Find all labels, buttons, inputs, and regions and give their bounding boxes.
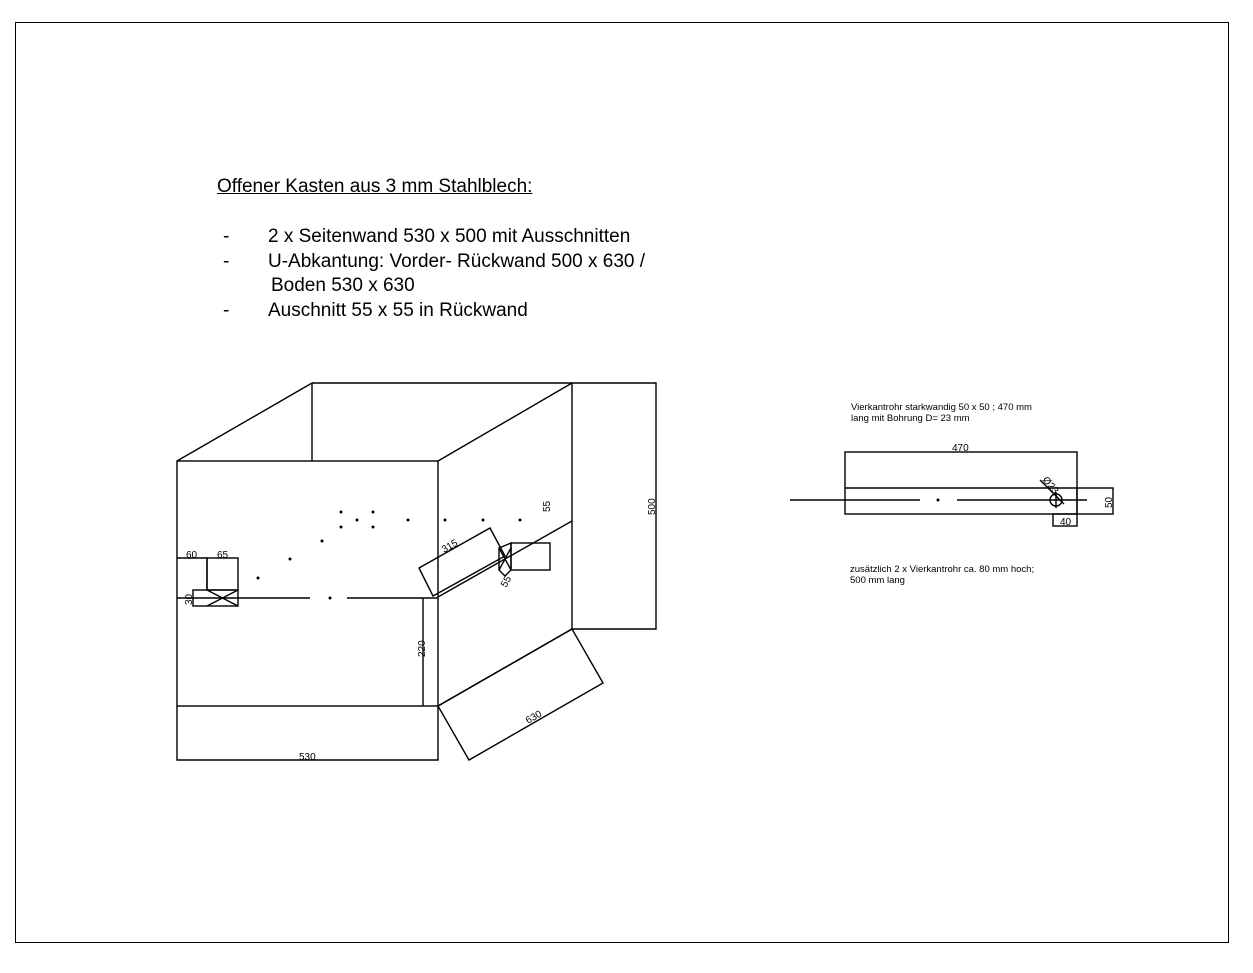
bottom-flap [176,706,439,761]
centerline-dot [936,498,940,502]
list-item-cutout: Auschnitt 55 x 55 in Rückwand [268,300,528,321]
guide-dots [256,510,522,600]
dim-315: 315 [440,538,460,556]
dim-40: 40 [1060,517,1072,528]
box-top-right-edge [437,382,573,462]
list-item-u-bend: U-Abkantung: Vorder- Rückwand 500 x 630 … [268,251,646,272]
list-item-side-walls: 2 x Seitenwand 530 x 500 mit Ausschnitte… [268,226,631,247]
cutout-315-outline [418,527,506,597]
cutout-cross-b [206,589,239,607]
box-front-face [176,460,439,707]
list-dash: - [223,226,230,247]
list-dash: - [223,300,230,321]
cutout-30-outline [192,589,239,607]
list-dash: - [223,251,230,272]
dim-220: 220 [417,640,428,657]
dim-30: 30 [184,593,195,605]
dim-470: 470 [952,443,969,454]
cutout-55-box [510,542,551,571]
tube-outline [844,451,1078,515]
dim-65: 65 [217,550,229,561]
extra-note-line: zusätzlich 2 x Vierkantrohr ca. 80 mm ho… [850,564,1035,575]
box-top-left-edge [176,382,313,462]
tube-section-50 [1076,487,1114,515]
drawing-heading: Offener Kasten aus 3 mm Stahlblech: [217,176,533,197]
extra-tube-note: zusätzlich 2 x Vierkantrohr ca. 80 mm ho… [850,564,1034,586]
dim-500: 500 [647,498,658,515]
back-wall-flap [572,382,657,630]
cutout-55-square [498,541,512,577]
dim-530: 530 [299,752,316,763]
cutout-65-outline [206,557,239,591]
drawing-frame [15,22,1229,943]
extra-note-line: 500 mm lang [850,575,905,586]
tube-note-line: Vierkantrohr starkwandig 50 x 50 ; 470 m… [851,402,1032,413]
list-item-u-bend-continued: Boden 530 x 630 [271,275,415,296]
bottom-side-flap [437,628,604,761]
dim-55-vertical: 55 [542,500,553,512]
tube-note-line: lang mit Bohrung D= 23 mm [851,413,970,424]
cutout-60-outline [177,557,208,590]
dim-50: 50 [1104,496,1115,508]
dim-630: 630 [524,709,544,727]
cutout-55-cross-b [498,547,512,571]
dim-55-rotated: 55 [499,574,514,590]
tube-note: Vierkantrohr starkwandig 50 x 50 ; 470 m… [851,402,1032,424]
bore-leader [1039,479,1065,505]
tube-section-40 [1052,513,1078,527]
dim-60: 60 [186,550,198,561]
